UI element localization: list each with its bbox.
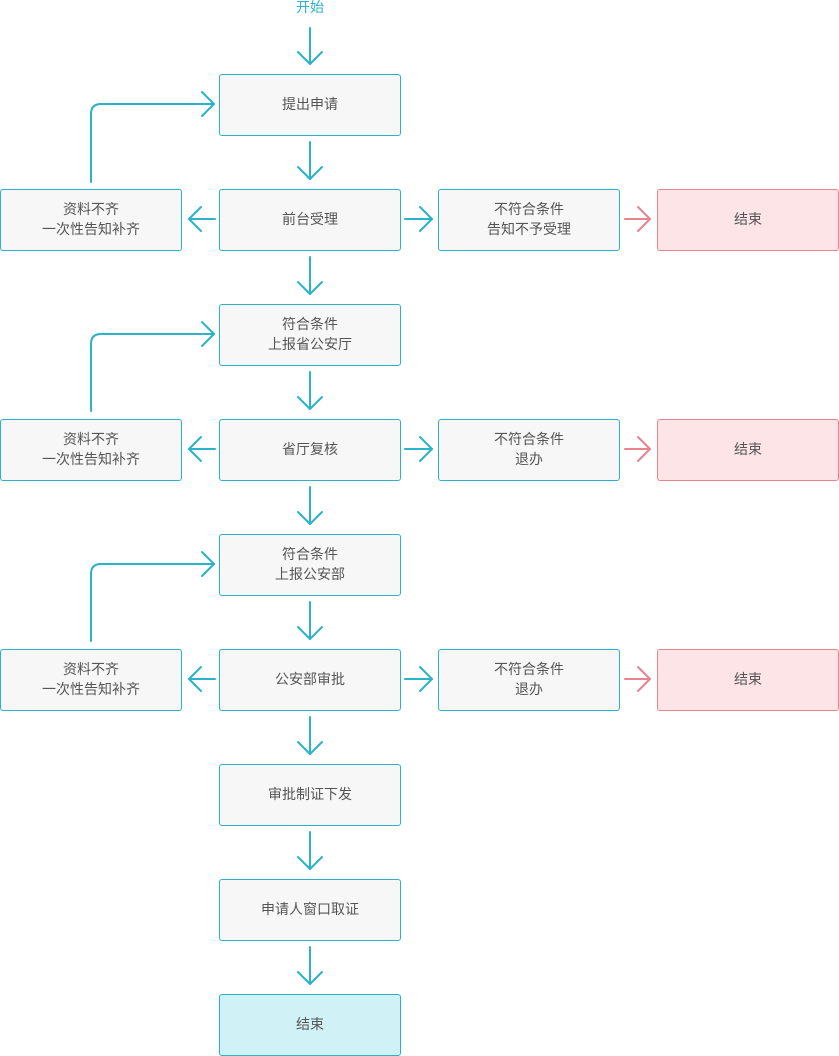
- node-reject-3-line-1: 不符合条件: [494, 662, 564, 678]
- node-pickup-line-1: 申请人窗口取证: [261, 902, 359, 918]
- node-reject-3: 不符合条件 退办: [438, 649, 620, 711]
- node-issue: 审批制证下发: [219, 764, 401, 826]
- arrow-review-to-supplement-2: [188, 436, 216, 462]
- node-final-end-line-1: 结束: [296, 1017, 324, 1033]
- node-end-3-line-1: 结束: [734, 672, 762, 688]
- node-report-ministry: 符合条件 上报公安部: [219, 534, 401, 596]
- loop-supplement-3-to-report-ministry: [90, 551, 215, 642]
- arrow-issue-to-pickup: [297, 831, 323, 870]
- node-reject-1: 不符合条件 告知不予受理: [438, 189, 620, 251]
- node-end-1-line-1: 结束: [734, 212, 762, 228]
- node-final-end: 结束: [219, 994, 401, 1056]
- arrow-start-to-submit: [297, 27, 323, 65]
- node-province-review-line-1: 省厅复核: [282, 442, 338, 458]
- arrow-frontdesk-to-supplement-1: [188, 206, 216, 232]
- arrow-approve-to-reject-3: [404, 666, 433, 692]
- node-province-review: 省厅复核: [219, 419, 401, 481]
- node-reject-2: 不符合条件 退办: [438, 419, 620, 481]
- arrow-pickup-to-final-end: [297, 946, 323, 985]
- node-report-province-line-2: 上报省公安厅: [268, 337, 352, 353]
- node-end-2-line-1: 结束: [734, 442, 762, 458]
- node-report-ministry-line-2: 上报公安部: [275, 567, 345, 583]
- node-reject-1-line-1: 不符合条件: [494, 202, 564, 218]
- arrow-report-province-to-review: [297, 371, 323, 410]
- node-ministry-approve-line-1: 公安部审批: [275, 672, 345, 688]
- node-pickup: 申请人窗口取证: [219, 879, 401, 941]
- start-label: 开始: [296, 0, 324, 16]
- node-front-desk-line-1: 前台受理: [282, 212, 338, 228]
- node-supplement-1-line-2: 一次性告知补齐: [42, 222, 140, 238]
- arrow-review-to-reject-2: [404, 436, 433, 462]
- arrow-approve-to-supplement-3: [188, 666, 216, 692]
- arrow-submit-to-frontdesk: [297, 141, 323, 180]
- node-supplement-1-line-1: 资料不齐: [63, 202, 119, 218]
- node-reject-3-line-2: 退办: [515, 682, 543, 698]
- arrow-reject-1-to-end-1: [624, 206, 651, 232]
- node-submit: 提出申请: [219, 74, 401, 136]
- node-supplement-3: 资料不齐 一次性告知补齐: [0, 649, 182, 711]
- arrow-frontdesk-to-reject-1: [404, 206, 433, 232]
- node-front-desk: 前台受理: [219, 189, 401, 251]
- arrow-reject-2-to-end-2: [624, 436, 651, 462]
- node-supplement-2: 资料不齐 一次性告知补齐: [0, 419, 182, 481]
- node-reject-2-line-1: 不符合条件: [494, 432, 564, 448]
- node-reject-1-line-2: 告知不予受理: [487, 222, 571, 238]
- loop-supplement-2-to-report-province: [90, 321, 215, 412]
- node-report-ministry-line-1: 符合条件: [282, 547, 338, 563]
- node-ministry-approve: 公安部审批: [219, 649, 401, 711]
- node-supplement-1: 资料不齐 一次性告知补齐: [0, 189, 182, 251]
- arrow-review-to-report-ministry: [297, 486, 323, 525]
- node-end-2: 结束: [657, 419, 839, 481]
- arrow-reject-3-to-end-3: [624, 666, 651, 692]
- node-report-province: 符合条件 上报省公安厅: [219, 304, 401, 366]
- node-end-1: 结束: [657, 189, 839, 251]
- arrow-approve-to-issue: [297, 716, 323, 755]
- node-issue-line-1: 审批制证下发: [268, 787, 352, 803]
- node-supplement-3-line-2: 一次性告知补齐: [42, 682, 140, 698]
- arrow-report-ministry-to-approve: [297, 601, 323, 640]
- node-supplement-3-line-1: 资料不齐: [63, 662, 119, 678]
- node-supplement-2-line-1: 资料不齐: [63, 432, 119, 448]
- node-supplement-2-line-2: 一次性告知补齐: [42, 452, 140, 468]
- node-report-province-line-1: 符合条件: [282, 317, 338, 333]
- arrow-frontdesk-to-report-province: [297, 256, 323, 295]
- node-end-3: 结束: [657, 649, 839, 711]
- node-submit-line-1: 提出申请: [282, 97, 338, 113]
- loop-supplement-1-to-submit: [90, 91, 215, 183]
- node-reject-2-line-2: 退办: [515, 452, 543, 468]
